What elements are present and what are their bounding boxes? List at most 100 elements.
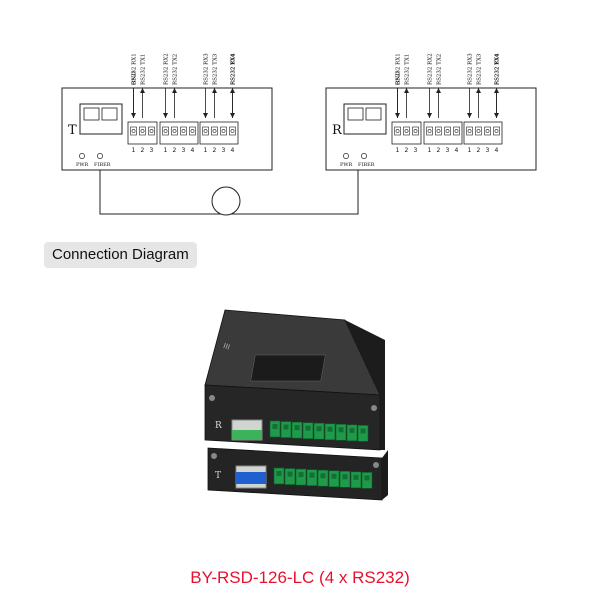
terminal-screw-head (494, 129, 499, 133)
terminal-screw-head (476, 129, 481, 133)
led-label: PWR (340, 162, 353, 168)
terminal-screw-head (190, 129, 195, 133)
terminal-screw-head (212, 129, 217, 133)
pin-label: RS232 TX2 (173, 54, 179, 85)
terminal-screw-head (163, 129, 168, 133)
connection-diagram-caption: Connection Diagram (44, 242, 197, 268)
terminal-screw-head (203, 129, 208, 133)
pin-number: 2 (213, 147, 217, 154)
pin-label: RS232 RX4 (231, 53, 237, 85)
pin-number: 1 (132, 147, 136, 154)
led-label: PWR (76, 162, 89, 168)
terminal-screw-head (181, 129, 186, 133)
terminal-pin-screw (316, 426, 322, 432)
terminal-pin-screw (338, 427, 344, 433)
terminal-pin-screw (294, 425, 300, 431)
unit-letter: T (68, 123, 77, 138)
terminal-pin-screw (276, 471, 282, 476)
led-indicator (343, 153, 349, 159)
pin-number: 3 (150, 147, 154, 154)
terminal-screw-head (427, 129, 432, 133)
pin-number: 3 (446, 147, 450, 154)
pin-label: GND (132, 71, 138, 85)
terminal-screw-head (467, 129, 472, 133)
pin-number: 4 (231, 147, 235, 154)
arrow-up (476, 88, 481, 93)
terminal-pin-screw (349, 427, 355, 433)
led-indicator (97, 153, 103, 159)
top-label-panel (250, 354, 326, 382)
pin-number: 3 (182, 147, 186, 154)
unit-letter: R (332, 123, 343, 138)
arrow-up (494, 88, 499, 93)
terminal-pin-screw (331, 473, 337, 479)
arrow-down (427, 113, 432, 118)
led-indicator (361, 153, 367, 159)
terminal-pin-screw (283, 424, 289, 430)
pin-label: RS232 RX1 (132, 53, 138, 85)
pin-label: RS232 TX4 (231, 53, 237, 85)
terminal-pin-screw (298, 472, 304, 478)
terminal-blocks (269, 420, 373, 489)
fiber-module-blue-latch (236, 472, 266, 484)
pin-label: RS232 RX4 (495, 53, 501, 85)
pin-number: 4 (191, 147, 195, 154)
arrow-down (131, 113, 136, 118)
photo-letter-t: T (215, 471, 221, 481)
pin-label: RS232 RX2 (164, 53, 170, 85)
arrow-up (212, 88, 217, 93)
pin-label: RS232 RX2 (428, 53, 434, 85)
terminal-screw-head (140, 129, 145, 133)
screw (211, 453, 217, 459)
terminal-screw-head (445, 129, 450, 133)
terminal-pin-screw (342, 474, 348, 480)
pin-label: RS232 TX3 (477, 53, 483, 85)
terminal-screw-head (413, 129, 418, 133)
terminal-pin-screw (320, 473, 326, 479)
terminal-screw-head (395, 129, 400, 133)
arrow-down (163, 113, 168, 118)
terminal-pin (317, 469, 329, 487)
lower-device-side (382, 450, 388, 500)
screw (373, 462, 379, 468)
screw (371, 405, 377, 411)
terminal-screw-head (454, 129, 459, 133)
terminal-block (463, 121, 503, 145)
pin-number: 1 (468, 147, 472, 154)
pin-label: RS232 TX1 (405, 54, 411, 85)
pin-label: RS232 RX1 (396, 53, 402, 85)
terminal-screw-head (230, 129, 235, 133)
arrow-up (140, 88, 145, 93)
screw (209, 395, 215, 401)
photo-letter-r: R (215, 421, 222, 431)
fiber-port-slot (365, 107, 382, 121)
terminal-pin-screw (364, 475, 370, 481)
pin-number: 2 (437, 147, 441, 154)
led-indicator (79, 153, 85, 159)
arrow-down (203, 113, 208, 118)
pin-label: RS232 TX4 (495, 53, 501, 85)
pin-label: RS232 RX3 (204, 53, 210, 85)
terminal-screw-head (221, 129, 226, 133)
pin-number: 2 (141, 147, 145, 154)
fiber-port-slot (83, 107, 100, 121)
product-photo: ☰ R T (204, 309, 388, 501)
fiber-module-green-latch (232, 430, 262, 440)
terminal-pin-screw (309, 472, 315, 478)
pin-label: RS232 TX1 (141, 54, 147, 85)
pin-number: 2 (405, 147, 409, 154)
terminal-pin-screw (305, 425, 311, 431)
terminal-pin-screw (272, 424, 278, 429)
terminal-pin-screw (360, 428, 366, 434)
pin-label: RS232 TX2 (437, 54, 443, 85)
pin-number: 4 (495, 147, 499, 154)
pin-number: 1 (204, 147, 208, 154)
led-label: FIBER (94, 162, 111, 168)
arrow-up (404, 88, 409, 93)
terminal-screw-head (172, 129, 177, 133)
terminal-screw-head (149, 129, 154, 133)
pin-label: RS232 RX3 (468, 53, 474, 85)
